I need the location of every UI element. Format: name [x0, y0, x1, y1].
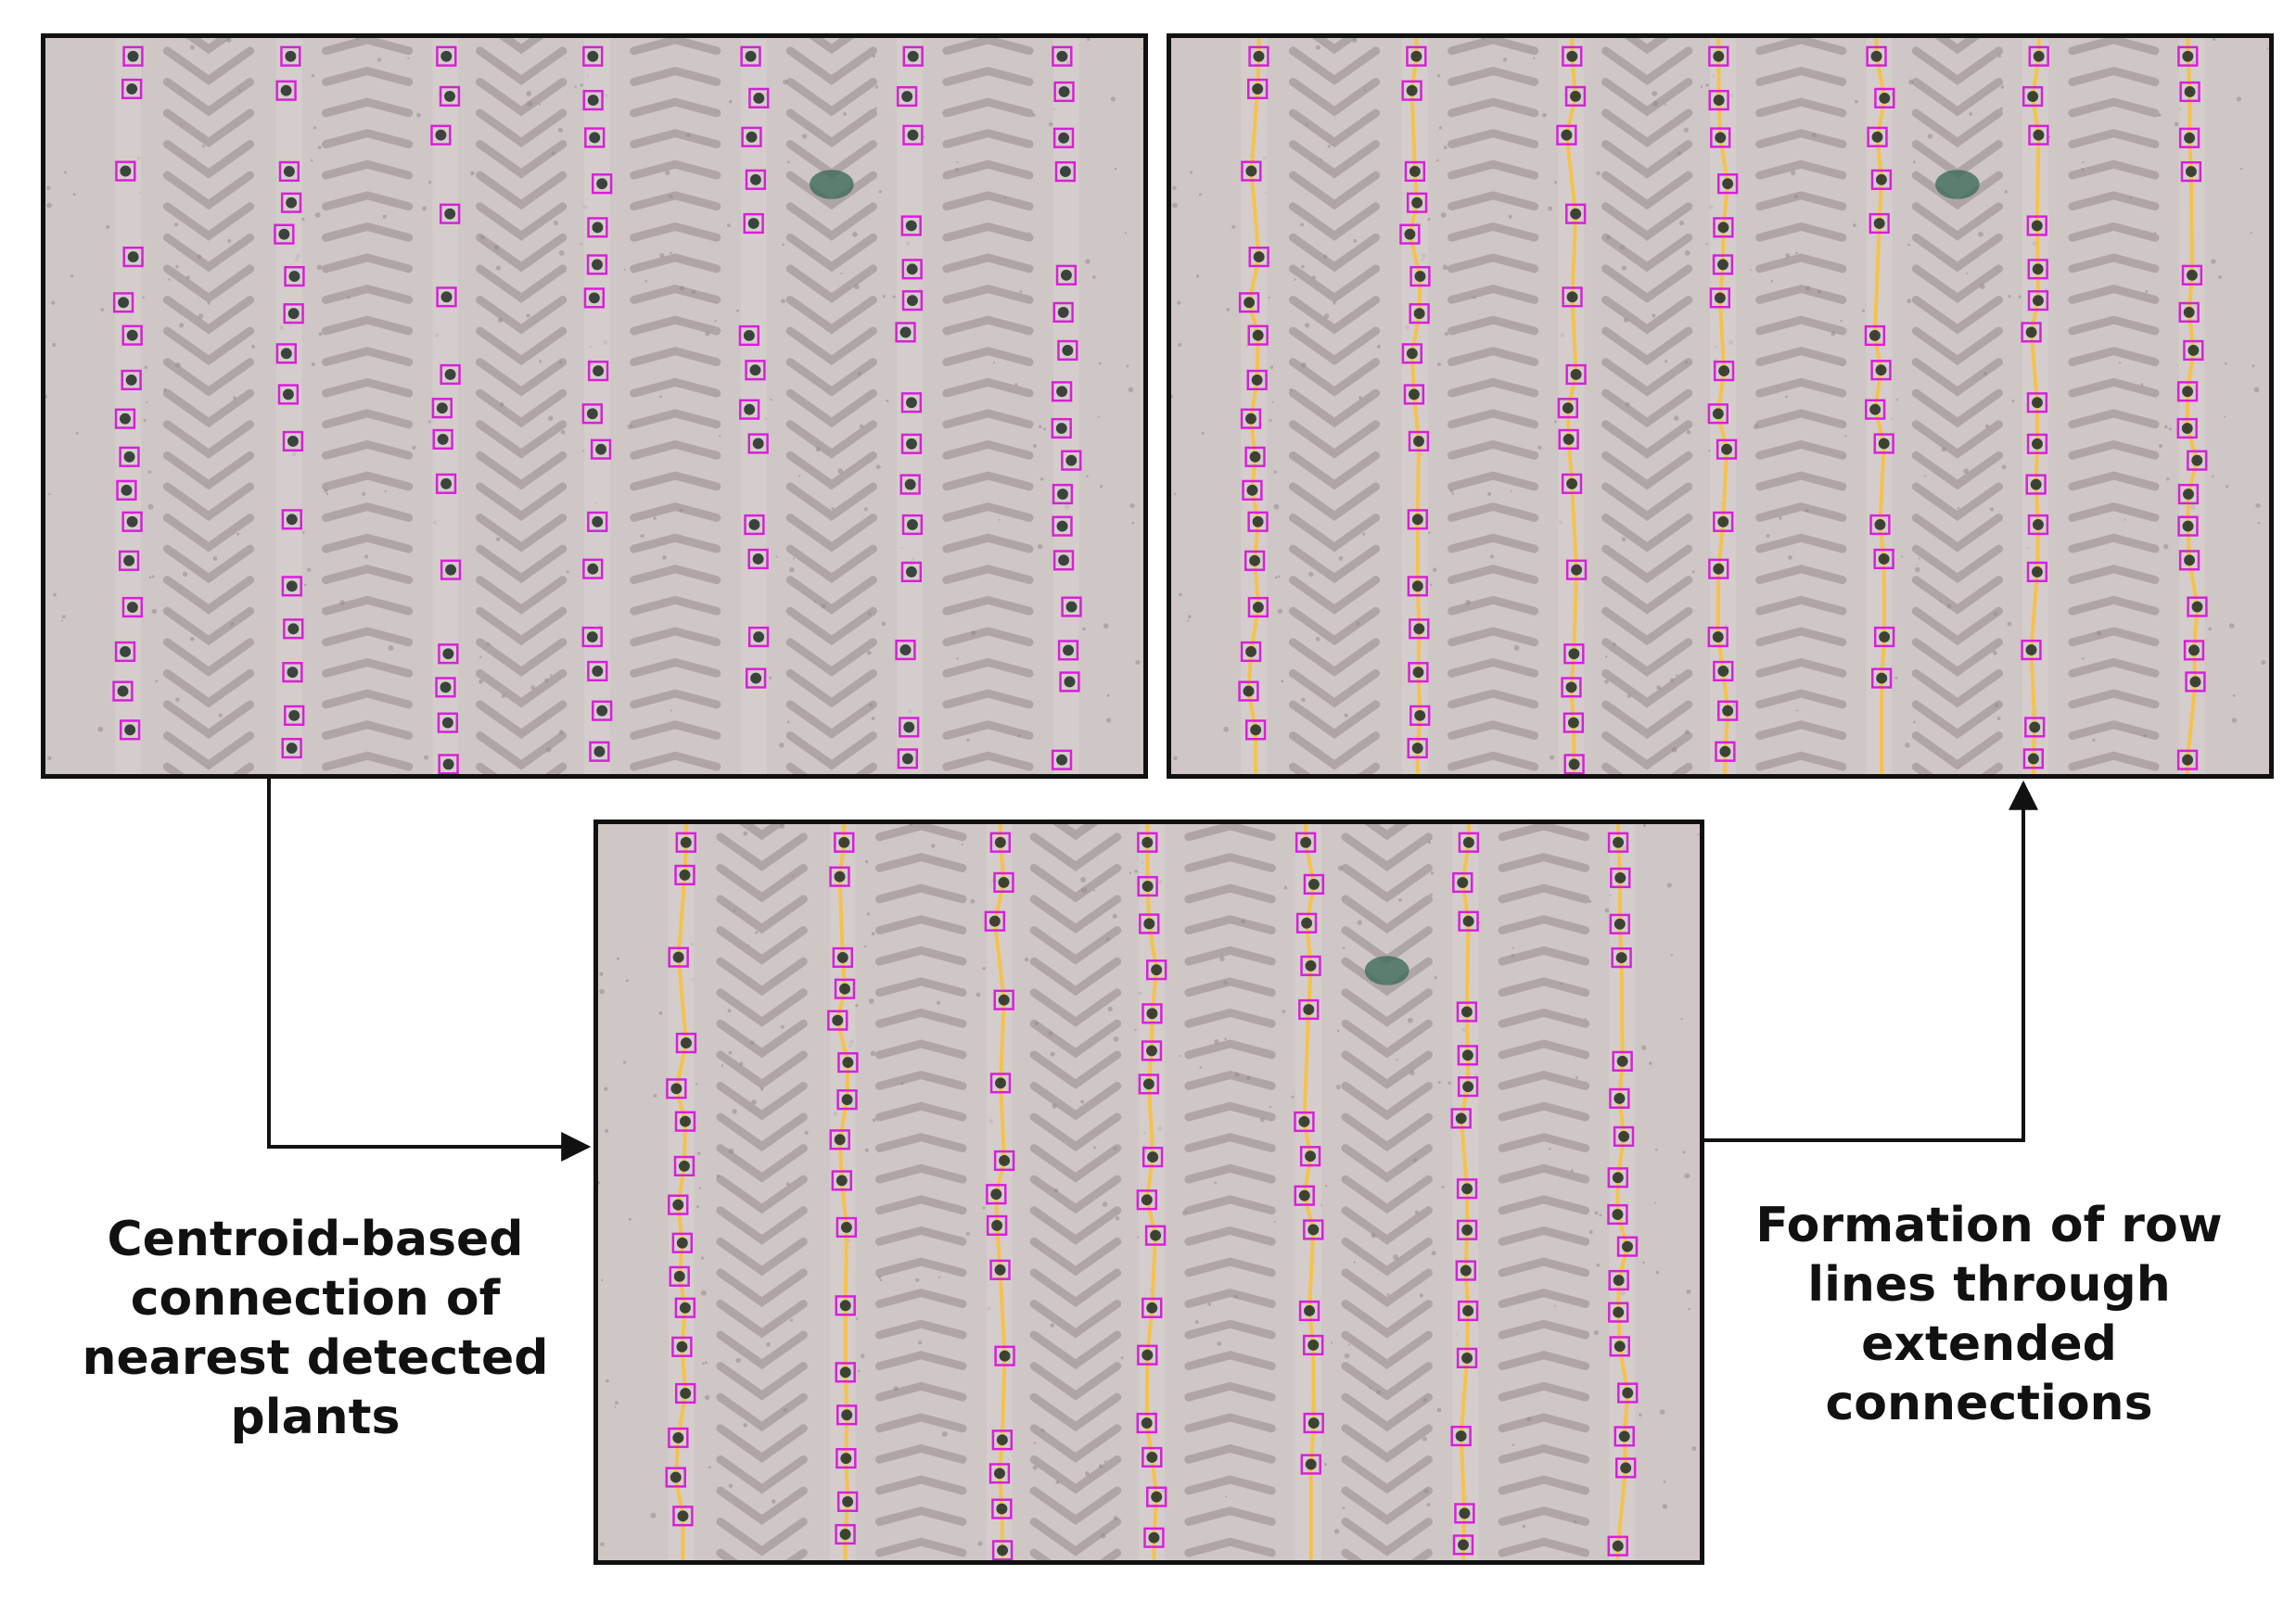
caption-left-line-3: nearest detected: [82, 1330, 549, 1386]
field-image-detections: [45, 38, 1143, 774]
caption-row-line-formation: Formation of row lines through extended …: [1706, 1196, 2272, 1433]
caption-left-line-1: Centroid-based: [107, 1212, 524, 1267]
panel-row-lines: [1167, 33, 2274, 779]
panel-detected-plants: [41, 33, 1148, 779]
arrow-to-bottom-panel: [267, 779, 592, 1162]
field-image-row-lines: [1171, 38, 2269, 774]
panel-centroid-connections: [593, 820, 1704, 1565]
caption-right-line-2: lines through: [1807, 1257, 2171, 1313]
field-image-connections: [598, 824, 1700, 1560]
caption-left-line-2: connection of: [130, 1271, 501, 1327]
caption-left-line-4: plants: [230, 1390, 401, 1445]
caption-right-line-3: extended: [1861, 1316, 2117, 1372]
caption-centroid-connection: Centroid-based connection of nearest det…: [37, 1210, 593, 1447]
caption-right-line-1: Formation of row: [1755, 1198, 2223, 1253]
arrow-to-top-right-panel: [1704, 780, 2038, 1142]
caption-right-line-4: connections: [1825, 1376, 2153, 1431]
